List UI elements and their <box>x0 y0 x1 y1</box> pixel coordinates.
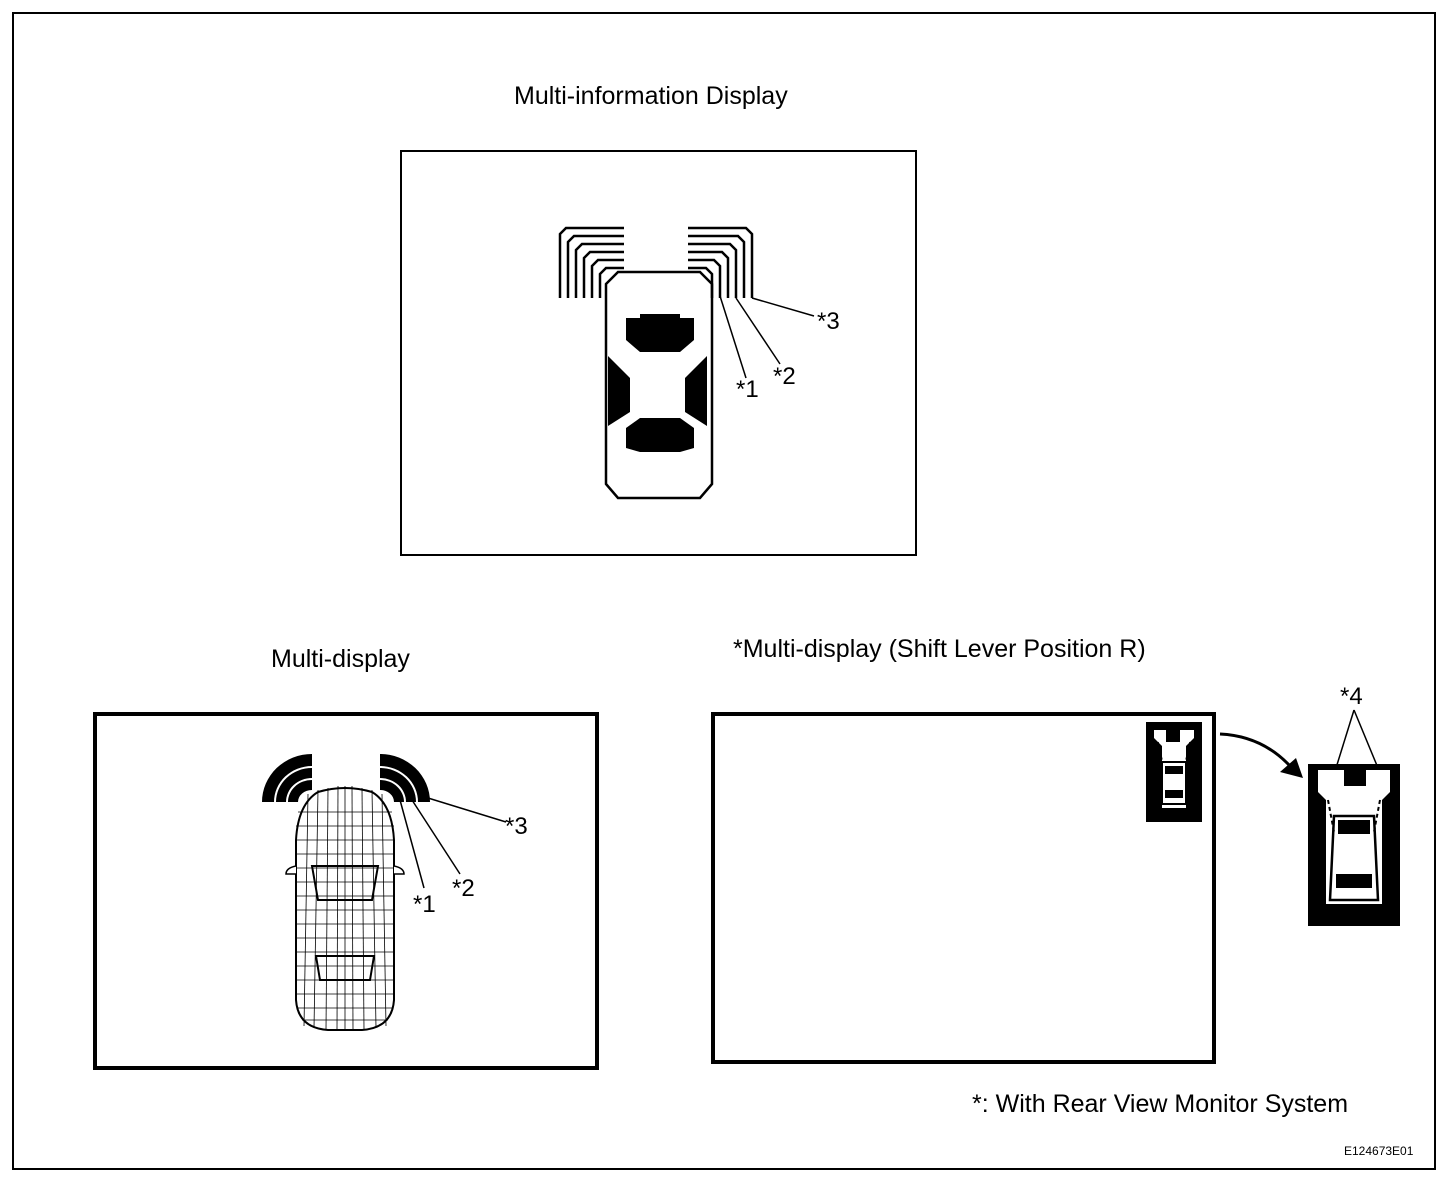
mid-sensor-left-icon <box>558 226 624 298</box>
md-title: Multi-display <box>271 645 410 673</box>
md-callout-1: *1 <box>413 891 436 918</box>
mid-callout-2: *2 <box>773 363 796 390</box>
figure-id: E124673E01 <box>1344 1144 1414 1158</box>
mid-title: Multi-information Display <box>514 82 788 110</box>
figure-frame <box>12 12 1436 1170</box>
mid-callout-3: *3 <box>817 308 840 335</box>
md-callout-2: *2 <box>452 875 475 902</box>
md-car-icon <box>285 785 405 1031</box>
mdr-panel <box>711 712 1216 1064</box>
mdr-callout-4: *4 <box>1340 683 1363 710</box>
mdr-leader-lines <box>1335 709 1379 769</box>
md-sensor-right-icon <box>380 754 430 802</box>
mid-callout-1: *1 <box>736 376 759 403</box>
md-sensor-left-icon <box>262 754 312 802</box>
mdr-small-car-icon <box>1146 722 1202 822</box>
mid-car-icon <box>604 270 714 500</box>
mdr-large-car-icon <box>1308 764 1400 926</box>
md-leader-lines <box>399 797 507 889</box>
md-callout-3: *3 <box>505 813 528 840</box>
mid-sensor-right-icon <box>688 226 754 298</box>
curved-arrow-icon <box>1219 732 1303 778</box>
mid-leader-lines <box>719 295 815 379</box>
mdr-title: *Multi-display (Shift Lever Position R) <box>733 635 1146 663</box>
footnote: *: With Rear View Monitor System <box>972 1090 1349 1118</box>
